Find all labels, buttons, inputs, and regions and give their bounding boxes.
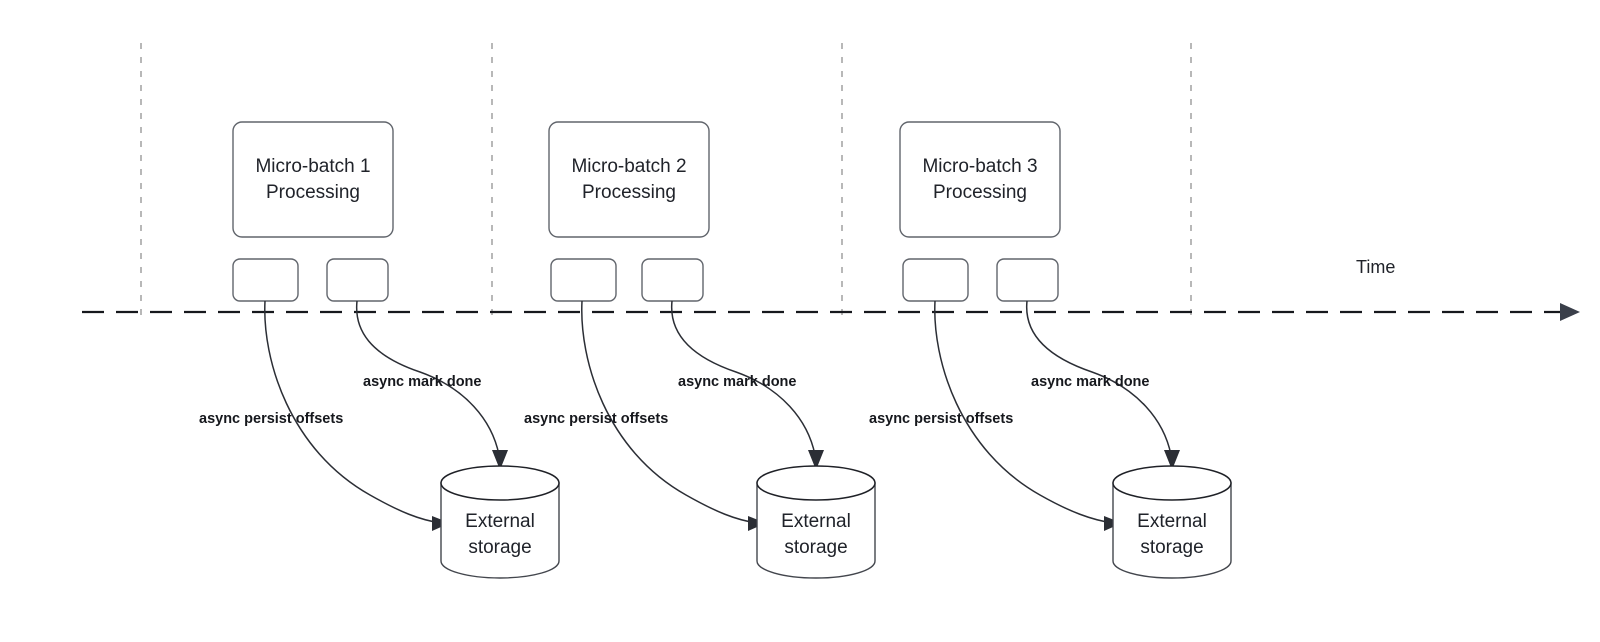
persist-offsets-2-edge (581, 300, 758, 524)
group-3: Micro-batch 3 Processing async persist o… (869, 121, 1232, 579)
tick-lines-group (140, 43, 1192, 318)
external-storage-2-body (756, 482, 876, 579)
mark-done-2-edge (670, 300, 816, 456)
micro-batch-1-label-line1: Micro-batch 1 (255, 156, 370, 177)
external-storage-2-label-line2: storage (784, 537, 847, 558)
task-box-3b[interactable] (996, 258, 1059, 302)
group-1: Micro-batch 1 Processing async persist o… (199, 121, 560, 579)
task-box-3a[interactable] (902, 258, 969, 302)
external-storage-1-top (440, 465, 560, 501)
mark-done-1-label: async mark done (363, 374, 481, 390)
mark-done-1-edge (355, 300, 500, 456)
task-box-1b[interactable] (326, 258, 389, 302)
persist-offsets-1-label: async persist offsets (199, 411, 343, 427)
external-storage-3[interactable]: External storage (1112, 465, 1232, 579)
external-storage-2[interactable]: External storage (756, 465, 876, 579)
mark-done-3-label: async mark done (1031, 374, 1149, 390)
external-storage-3-top (1112, 465, 1232, 501)
external-storage-2-top (756, 465, 876, 501)
task-box-1a[interactable] (232, 258, 299, 302)
external-storage-1-label-line1: External (465, 511, 535, 532)
micro-batch-1-box[interactable] (232, 121, 394, 238)
external-storage-1-body (440, 482, 560, 579)
mark-done-2-arrowhead-icon (808, 450, 824, 470)
persist-offsets-2-label: async persist offsets (524, 411, 668, 427)
mark-done-2-label: async mark done (678, 374, 796, 390)
mark-done-1-arrowhead-icon (492, 450, 508, 470)
micro-batch-3-box[interactable] (899, 121, 1061, 238)
task-box-2a[interactable] (550, 258, 617, 302)
external-storage-1-label-line2: storage (468, 537, 531, 558)
mark-done-3-edge (1025, 300, 1172, 456)
time-axis: Time (82, 257, 1580, 321)
persist-offsets-3-edge (934, 300, 1114, 524)
mark-done-3-arrowhead-icon (1164, 450, 1180, 470)
micro-batch-2-label-line2: Processing (582, 182, 676, 203)
persist-offsets-1-edge (264, 300, 442, 524)
micro-batch-3-label-line1: Micro-batch 3 (922, 156, 1037, 177)
micro-batch-3-label-line2: Processing (933, 182, 1027, 203)
micro-batch-2-label-line1: Micro-batch 2 (571, 156, 686, 177)
external-storage-3-body (1112, 482, 1232, 579)
time-axis-label: Time (1356, 257, 1395, 277)
external-storage-3-label-line1: External (1137, 511, 1207, 532)
timeline-arrowhead-icon (1560, 303, 1580, 321)
external-storage-2-label-line1: External (781, 511, 851, 532)
micro-batch-2-box[interactable] (548, 121, 710, 238)
persist-offsets-3-label: async persist offsets (869, 411, 1013, 427)
group-2: Micro-batch 2 Processing async persist o… (524, 121, 876, 579)
task-box-2b[interactable] (641, 258, 704, 302)
micro-batch-1-label-line2: Processing (266, 182, 360, 203)
external-storage-3-label-line2: storage (1140, 537, 1203, 558)
external-storage-1[interactable]: External storage (440, 465, 560, 579)
